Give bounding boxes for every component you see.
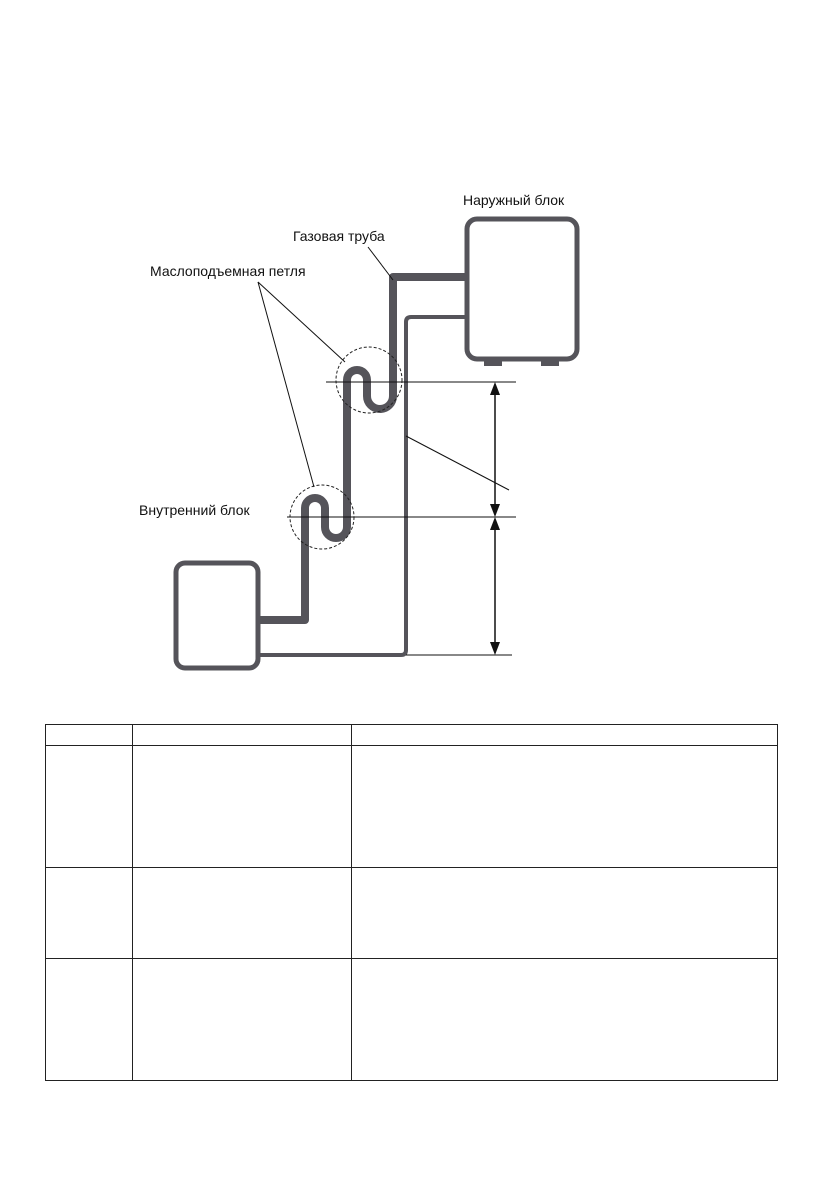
oil-lift-loop-label: Маслоподъемная петля (150, 263, 306, 279)
table-cell (132, 744, 352, 869)
outdoor-unit-label: Наружный блок (463, 192, 565, 208)
oil-loop-installation-diagram (173, 216, 580, 671)
table-header-cell (45, 724, 133, 746)
gas-pipe-label: Газовая труба (293, 228, 385, 244)
outdoor-unit-foot-right (541, 359, 559, 366)
oil-loop-leader-lower (257, 281, 315, 488)
table-cell (132, 867, 352, 959)
oil-loop-leader-upper (257, 281, 346, 363)
spec-table (45, 724, 778, 1082)
table-header-cell (132, 724, 352, 746)
table-header-cell (351, 724, 778, 746)
table-row (45, 867, 778, 959)
dimension-arrow-lower (490, 517, 500, 655)
table-cell (45, 867, 133, 959)
gas-pipe-leader (367, 246, 394, 281)
dimension-arrow-upper (490, 382, 500, 517)
table-cell (351, 957, 778, 1082)
gas-pipe (258, 273, 467, 624)
table-cell (351, 867, 778, 959)
liquid-pipe-leader (405, 435, 510, 491)
table-cell (132, 957, 352, 1082)
oil-loop-circle-upper (335, 346, 403, 414)
table-row (45, 744, 778, 869)
outdoor-unit-foot-left (484, 359, 502, 366)
table-row (45, 957, 778, 1082)
indoor-unit-label: Внутренний блок (139, 502, 250, 518)
indoor-unit (173, 560, 261, 671)
table-cell (45, 957, 133, 1082)
table-cell (45, 744, 133, 869)
table-cell (351, 744, 778, 869)
outdoor-unit (464, 216, 580, 366)
table-header-row (45, 724, 778, 746)
liquid-pipe (258, 315, 467, 657)
